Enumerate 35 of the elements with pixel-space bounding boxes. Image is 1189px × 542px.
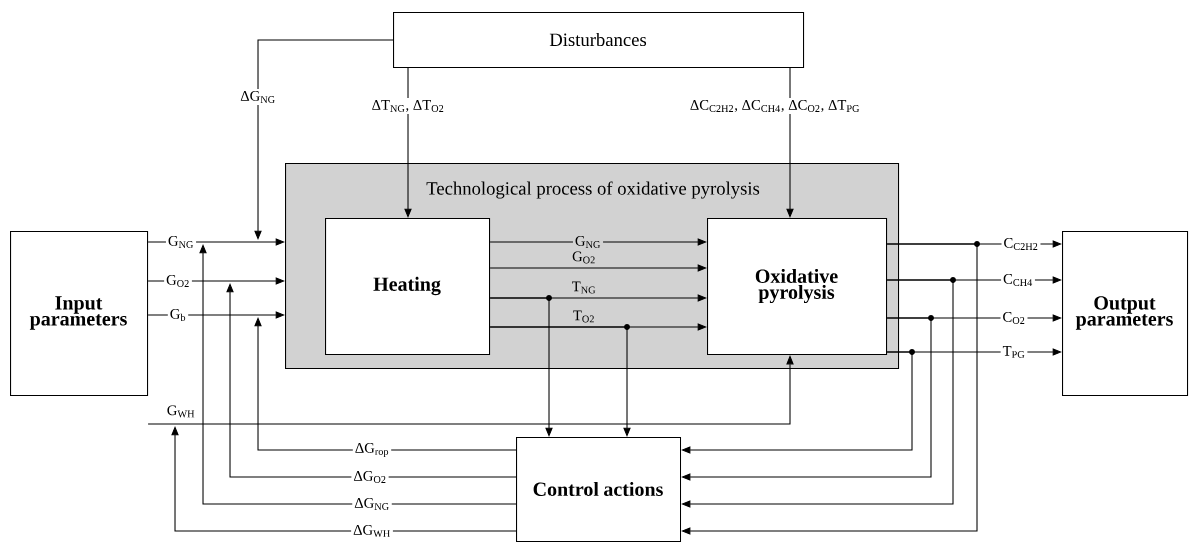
output-box: Output parameters bbox=[1062, 231, 1189, 397]
arrow bbox=[404, 67, 412, 218]
edge-label: ΔG$_{O2}$ bbox=[351, 469, 389, 485]
edge-label: G$_{O2}$ bbox=[572, 251, 595, 264]
edge-label: ΔG$_{WH}$ bbox=[351, 522, 393, 539]
edge-label: C$_{C2H2}$ bbox=[1001, 236, 1041, 252]
edge-label: G$_{O2}$ bbox=[164, 273, 192, 289]
edge-label: ΔG$_{NG}$ bbox=[238, 89, 278, 105]
arrow bbox=[226, 283, 517, 478]
edge-label: ΔG$_{NG}$ bbox=[352, 496, 392, 512]
edge-label: T$_{PG}$ bbox=[1000, 344, 1028, 360]
edge-label: G$_{WH}$ bbox=[167, 405, 195, 418]
arrow bbox=[489, 264, 707, 272]
disturbances-box: Disturbances bbox=[393, 12, 805, 69]
edge-label: T$_{O2}$ bbox=[573, 310, 594, 323]
arrow bbox=[254, 39, 394, 240]
arrow bbox=[199, 244, 517, 505]
edge-label: ΔG$_{rop}$ bbox=[352, 440, 392, 460]
arrow bbox=[147, 311, 285, 319]
edge-label: T$_{NG}$ bbox=[572, 281, 596, 294]
edge-label: ΔT$_{NG}$, ΔT$_{O2}$ bbox=[369, 98, 447, 114]
input-box: Input parameters bbox=[10, 231, 149, 397]
arrow bbox=[489, 326, 631, 437]
edge-label: C$_{O2}$ bbox=[1000, 310, 1028, 326]
edge-label: G$_{b}$ bbox=[167, 307, 189, 323]
control-box: Control actions bbox=[516, 437, 682, 542]
arrow bbox=[254, 317, 517, 451]
edge-label: ΔC$_{C2H2}$, ΔC$_{CH4}$, ΔC$_{O2}$, ΔT$_{PG}$ bbox=[687, 98, 863, 114]
arrow bbox=[171, 426, 517, 532]
heating-box: Heating bbox=[325, 218, 491, 356]
arrow bbox=[489, 297, 553, 437]
edge-label: G$_{NG}$ bbox=[165, 234, 197, 250]
edge-label: C$_{CH4}$ bbox=[1001, 272, 1035, 288]
oxidative-box: Oxidative pyrolysis bbox=[707, 218, 888, 356]
arrow bbox=[786, 67, 794, 218]
